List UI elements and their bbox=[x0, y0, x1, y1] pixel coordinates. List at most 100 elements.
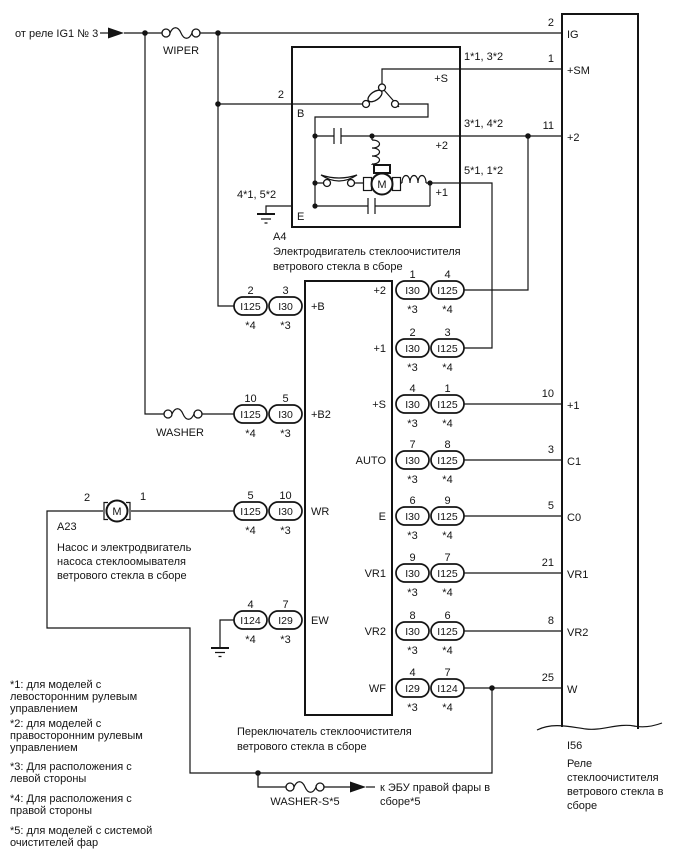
pin-number: 1 bbox=[409, 269, 415, 281]
connector-code: I124 bbox=[240, 615, 261, 627]
footnote-1-line1: *1: для моделей с bbox=[10, 679, 102, 691]
wiper-fuse-label: WIPER bbox=[163, 45, 199, 57]
cam-icon bbox=[367, 89, 383, 103]
pin-number: 9 bbox=[409, 552, 415, 564]
brush-left-icon bbox=[362, 176, 373, 192]
switch-terminal-label: +2 bbox=[373, 285, 386, 297]
switch-right-row-VR1: 9 7 I30 I125 *3 *4 VR1 bbox=[365, 552, 465, 599]
fuse-wave-icon bbox=[293, 781, 317, 793]
pin-number: 7 bbox=[409, 439, 415, 451]
footnote-ref: *4 bbox=[442, 587, 452, 599]
footnote-ref: *3 bbox=[407, 587, 417, 599]
footnote-5-line1: *5: для моделей с системой bbox=[10, 825, 152, 837]
switch-right-row-VR2: 8 6 I30 I125 *3 *4 VR2 bbox=[365, 610, 465, 657]
pin-number: 1 bbox=[444, 383, 450, 395]
footnote-ref: *3 bbox=[407, 304, 417, 316]
a4-name-line1: Электродвигатель стеклоочистителя bbox=[273, 246, 461, 258]
variant-notes: 1*1, 3*2 3*1, 4*2 5*1, 1*2 bbox=[464, 51, 503, 177]
pin-number: 8 bbox=[444, 439, 450, 451]
washer-fuse: WASHER bbox=[156, 408, 204, 439]
footnote-ref: *4 bbox=[442, 702, 452, 714]
relay-terminal: VR1 bbox=[567, 569, 588, 581]
wires bbox=[46, 32, 562, 788]
junction-dots bbox=[142, 30, 531, 776]
coil-icon bbox=[401, 174, 427, 184]
switch-terminal-label: WF bbox=[369, 683, 386, 695]
switch-name-line1: Переключатель стеклоочистителя bbox=[237, 726, 412, 738]
brush-right-icon bbox=[391, 176, 402, 192]
connector-code: I125 bbox=[437, 626, 458, 638]
washer-s-label: WASHER-S*5 bbox=[270, 796, 339, 808]
a23-name-line3: ветрового стекла в сборе bbox=[57, 570, 187, 582]
capacitor-icon bbox=[367, 198, 376, 214]
relay-pin: 11 bbox=[543, 120, 554, 132]
a4-term-s: +S bbox=[434, 73, 448, 85]
washer-s-fuse: WASHER-S*5 к ЭБУ правой фары в сборе*5 bbox=[270, 781, 490, 808]
relay-pin: 1 bbox=[548, 53, 554, 65]
a4-ground-note: 4*1, 5*2 bbox=[237, 189, 276, 201]
note-plus2: 3*1, 4*2 bbox=[464, 118, 503, 130]
connector-code: I30 bbox=[278, 301, 293, 313]
connector-code: I30 bbox=[405, 511, 420, 523]
relay-pin: 21 bbox=[542, 557, 554, 569]
pin-number: 4 bbox=[247, 599, 253, 611]
footnote-ref: *4 bbox=[245, 428, 255, 440]
a23-id: A23 bbox=[57, 521, 77, 533]
relay-terminal: C0 bbox=[567, 512, 581, 524]
switch-left-row-EW: 4 7 I124 I29 *4 *3 EW bbox=[233, 599, 329, 646]
i56-relay: 2 IG 1 +SM 11 +2 10 +1 3 C1 5 C0 21 VR1 … bbox=[536, 13, 664, 812]
connector-code: I30 bbox=[278, 409, 293, 421]
connector-code: I30 bbox=[405, 568, 420, 580]
connector-code: I30 bbox=[278, 506, 293, 518]
a4-term-1: +1 bbox=[435, 187, 448, 199]
footnote-1-line2: левосторонним рулевым bbox=[10, 691, 137, 703]
a23-name-line2: насоса стеклоомывателя bbox=[57, 556, 186, 568]
footnote-2-line1: *2: для моделей с bbox=[10, 718, 102, 730]
switch-left-row-B: 2 3 I125 I30 *4 *3 +B bbox=[233, 285, 325, 332]
switch-right-row-E: 6 9 I30 I125 *3 *4 E bbox=[379, 495, 465, 542]
connector-code: I29 bbox=[405, 683, 420, 695]
connector-code: I125 bbox=[240, 409, 261, 421]
connector-code: I30 bbox=[405, 455, 420, 467]
fuse-wave-icon bbox=[169, 27, 193, 39]
a4-wiper-motor: M B E +S +2 +1 bbox=[291, 46, 461, 228]
wiper-switch-box bbox=[304, 280, 393, 716]
connector-code: I124 bbox=[437, 683, 458, 695]
footnote-ref: *3 bbox=[407, 418, 417, 430]
footnote-ref: *3 bbox=[407, 645, 417, 657]
connector-code: I29 bbox=[278, 615, 293, 627]
note-sm: 1*1, 3*2 bbox=[464, 51, 503, 63]
to-ecu-line1: к ЭБУ правой фары в bbox=[380, 782, 490, 794]
footnote-4-line2: правой стороны bbox=[10, 805, 92, 817]
pin-number: 5 bbox=[282, 393, 288, 405]
switch-name-line2: ветрового стекла в сборе bbox=[237, 741, 367, 753]
switch-right-row-WF: 4 7 I29 I124 *3 *4 WF bbox=[369, 667, 465, 714]
switch-right-row-plus2: 1 4 I30 I125 *3 *4 +2 bbox=[373, 269, 465, 316]
footnote-ref: *4 bbox=[245, 320, 255, 332]
a23-name-line1: Насос и электродвигатель bbox=[57, 542, 192, 554]
relay-terminal: +SM bbox=[567, 65, 590, 77]
switch-left-row-WR: 5 10 I125 I30 *4 *3 WR bbox=[233, 490, 329, 537]
relay-terminal: +1 bbox=[567, 400, 580, 412]
footnote-1-line3: управлением bbox=[10, 703, 78, 715]
motor-letter: M bbox=[112, 506, 121, 518]
motor-letter: M bbox=[377, 179, 386, 191]
pin-number: 6 bbox=[444, 610, 450, 622]
connector-code: I125 bbox=[437, 285, 458, 297]
footnote-ref: *4 bbox=[442, 530, 452, 542]
a4-id: A4 bbox=[273, 231, 286, 243]
switch-right-row-plus1: 2 3 I30 I125 *3 *4 +1 bbox=[373, 327, 465, 374]
a23-washer-pump: M 2 1 A23 Насос и электродвигатель насос… bbox=[57, 491, 192, 582]
footnote-ref: *3 bbox=[407, 362, 417, 374]
ew-ground bbox=[211, 647, 229, 658]
switch-terminal-label: VR1 bbox=[365, 568, 386, 580]
a4-term-2: +2 bbox=[435, 140, 448, 152]
relay-pin: 3 bbox=[548, 444, 554, 456]
i56-name-line3: ветрового стекла в bbox=[567, 786, 664, 798]
i56-name-line2: стеклоочистителя bbox=[567, 772, 659, 784]
wiper-switch-caption: Переключатель стеклоочистителя ветрового… bbox=[237, 726, 412, 753]
a4-pin-b-number: 2 bbox=[278, 89, 284, 101]
footnote-ref: *4 bbox=[245, 525, 255, 537]
pin-number: 4 bbox=[409, 667, 415, 679]
